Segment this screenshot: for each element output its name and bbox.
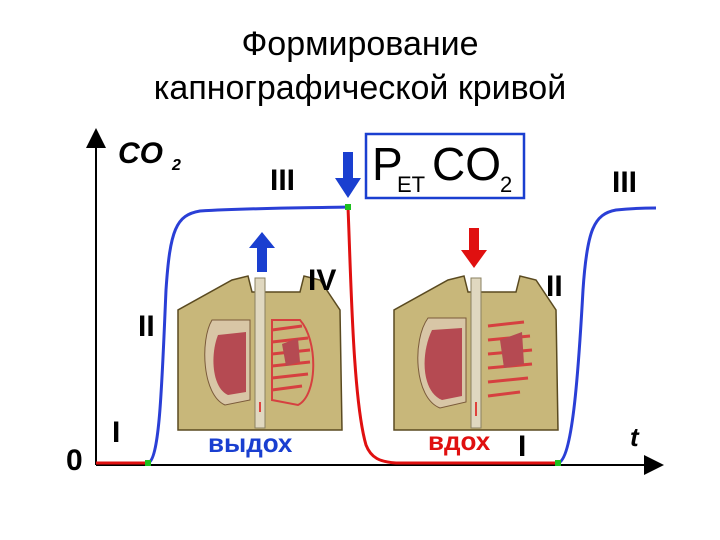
- etco2-sub-et: ET: [397, 172, 425, 197]
- phase-label-IV: IV: [308, 264, 336, 297]
- phase-label-II-right: II: [546, 270, 563, 303]
- chest-illustration-exhale: [177, 275, 343, 431]
- marker-end-inspiration: [555, 460, 561, 466]
- origin-label: 0: [66, 444, 83, 477]
- etco2-arrow-down: [335, 152, 361, 198]
- exhale-arrow-up: [249, 232, 275, 272]
- curve-expiration-segment: [147, 205, 349, 465]
- phase-label-I-right: I: [518, 430, 526, 463]
- phase-label-III-left: III: [270, 164, 295, 197]
- phase-label-II-left: II: [138, 310, 155, 343]
- inhale-arrow-down: [461, 228, 487, 268]
- y-axis-label: CO: [118, 137, 163, 170]
- marker-end-tidal-point: [345, 204, 351, 210]
- title-line-2: капнографической кривой: [153, 69, 567, 107]
- lung-left-inhale: [424, 328, 462, 400]
- caption-exhale: выдох: [208, 428, 293, 458]
- etco2-sub-2: 2: [500, 172, 512, 197]
- etco2-co: CO: [432, 138, 501, 190]
- curve-inspiration-segment: [346, 206, 558, 465]
- phase-label-III-right: III: [612, 166, 637, 199]
- etco2-p: P: [372, 138, 403, 190]
- chest-illustration-inhale: [393, 275, 559, 431]
- lung-left-exhale: [213, 332, 246, 395]
- etco2-box: [364, 132, 526, 200]
- x-axis-label: t: [630, 422, 640, 452]
- marker-end-phase-I: [145, 460, 151, 466]
- y-axis-label-sub: 2: [171, 157, 181, 174]
- curve-next-cycle-segment: [557, 206, 657, 465]
- title-line-1: Формирование: [241, 25, 479, 63]
- phase-label-I: I: [112, 416, 120, 449]
- caption-inhale: вдох: [428, 426, 491, 456]
